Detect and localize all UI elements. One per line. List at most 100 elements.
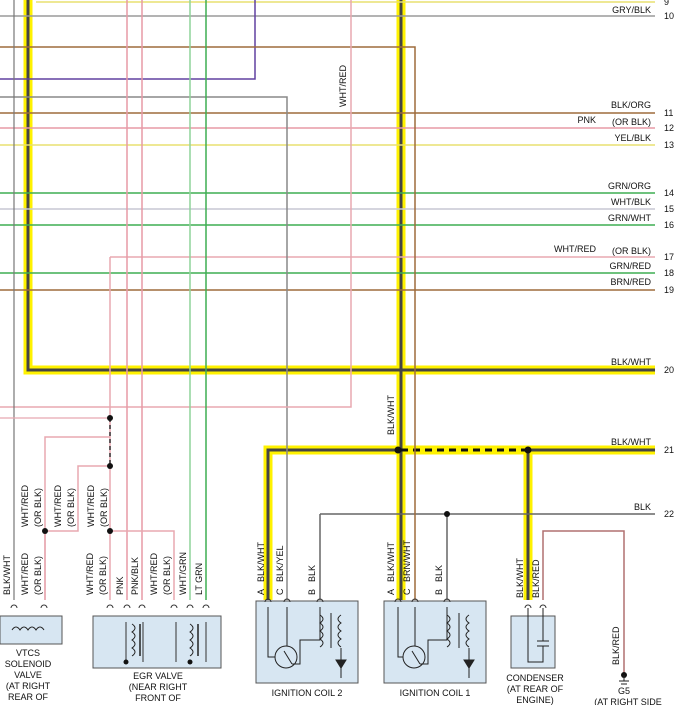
vtcs-label-line: SOLENOID: [5, 659, 52, 669]
vlabel: LT GRN: [194, 563, 204, 595]
wire-num: 19: [664, 285, 674, 295]
drop-wires: [42, 0, 627, 678]
vlabel: BRN/WHT: [402, 540, 412, 582]
coil-secondary-symbol: [330, 613, 342, 648]
vtcs-label-line: (AT RIGHT: [6, 681, 51, 691]
vlabel: BLK/WHT: [386, 394, 396, 435]
pin-label: B: [434, 589, 444, 595]
vlabel: WHT/RED: [20, 553, 30, 595]
coil1-box: [383, 600, 487, 684]
egr-core-symbol: [139, 624, 199, 656]
vlabel: WHT/RED: [149, 553, 159, 595]
coil-primary-symbol: [446, 614, 451, 648]
wire-num: 15: [664, 204, 674, 214]
vlabel: BLK: [434, 565, 444, 582]
condenser-label-line: (AT REAR OF: [507, 684, 564, 694]
component-vtcs: VTCS SOLENOID VALVE (AT RIGHT REAR OF: [0, 604, 63, 702]
terminal-symbol: [394, 598, 451, 603]
wire-num: 14: [664, 188, 674, 198]
wire-num: 9: [664, 0, 669, 7]
wire-num: 18: [664, 268, 674, 278]
wire-label: BLK/WHT: [611, 357, 652, 367]
wire-label-alt: (OR BLK): [612, 117, 651, 127]
wire-num: 22: [664, 509, 674, 519]
coil-terminals: [264, 598, 451, 603]
splice-dot: [524, 446, 532, 454]
highlighted-harness: [23, 0, 655, 600]
splice-dot: [42, 528, 48, 534]
wire-num: 10: [664, 11, 674, 21]
vertical-wire-labels: WHT/RED BLK/WHT BLK/WHT WHT/RED (OR BLK)…: [2, 65, 621, 665]
vlabel: BLK: [307, 565, 317, 582]
terminal-symbol: [524, 604, 547, 609]
g5-label-line: G5: [618, 686, 630, 696]
vlabel: WHT/RED: [338, 65, 348, 107]
vlabel: WHT/RED: [53, 485, 63, 527]
egr-label-line: FRONT OF: [135, 693, 181, 703]
wire-labels: 9 GRY/BLK 10 BLK/ORG 11 PNK (OR BLK) 12 …: [554, 0, 674, 519]
wire-num: 13: [664, 140, 674, 150]
wire-num: 17: [664, 252, 674, 262]
vlabel: (OR BLK): [33, 556, 43, 595]
splice-dot: [444, 511, 450, 517]
wire-num: 16: [664, 220, 674, 230]
egr-label-line: EGR VALVE: [133, 671, 183, 681]
splice-dot: [394, 446, 402, 454]
splice-dot: [107, 463, 113, 469]
coil-secondary-symbol: [458, 613, 470, 648]
vlabel: PNK/BLK: [130, 557, 140, 595]
pin-label: B: [307, 589, 317, 595]
vlabel: WHT/RED: [85, 553, 95, 595]
wire-num: 12: [664, 123, 674, 133]
component-ignition-coil-1: IGNITION COIL 1: [383, 600, 487, 698]
coil1-label: IGNITION COIL 1: [400, 688, 471, 698]
harness-highlight-branch: [263, 445, 655, 600]
g5-label-line: (AT RIGHT SIDE: [594, 697, 662, 705]
wire-num: 20: [664, 365, 674, 375]
condenser-box: [510, 615, 556, 669]
vlabel: (OR BLK): [33, 488, 43, 527]
solenoid-coil-symbol: [11, 626, 45, 631]
wire-brn-wht: [0, 46, 416, 600]
coil2-box: [255, 600, 359, 684]
splice-dot: [187, 659, 193, 665]
harness-wire-branch-left: [266, 448, 398, 600]
ground-icon: [619, 675, 629, 685]
wire-label: GRN/ORG: [608, 181, 651, 191]
vlabel: WHT/GRN: [178, 552, 188, 595]
vlabel: BLK/WHT: [256, 541, 266, 582]
vlabel: WHT/RED: [86, 485, 96, 527]
coil-primary-symbol: [319, 614, 324, 648]
splice-dot: [123, 659, 129, 665]
wire-label: GRY/BLK: [612, 5, 651, 15]
wire-whtred-egr2: [110, 530, 175, 600]
vlabel: BLK/RED: [531, 559, 541, 598]
wire-gray-left: [0, 96, 288, 600]
vlabel: BLK/YEL: [275, 545, 285, 582]
wire-label: BLK/WHT: [611, 437, 652, 447]
wire-label: BLK: [634, 502, 651, 512]
terminal-symbol: [106, 604, 210, 609]
harness-wire-branch-right: [526, 448, 655, 600]
terminal-symbol: [10, 604, 48, 609]
egr-winding-symbol: [125, 622, 207, 662]
wire-num: 11: [664, 108, 673, 118]
component-ground-g5: G5 (AT RIGHT SIDE: [594, 675, 662, 705]
egr-coil-symbol: [131, 623, 194, 657]
harness-wire-main: [26, 0, 655, 600]
wire-label: GRN/RED: [609, 261, 651, 271]
transistor-leads: [267, 607, 321, 665]
vlabel: (OR BLK): [162, 556, 172, 595]
component-condenser: CONDENSER (AT REAR OF ENGINE): [506, 604, 564, 705]
pin-label: C: [275, 588, 285, 595]
pin-label: A: [256, 589, 266, 595]
vlabel: BLK/WHT: [386, 541, 396, 582]
wire-label-alt: (OR BLK): [612, 246, 651, 256]
wire-label: YEL/BLK: [614, 133, 651, 143]
vlabel: (OR BLK): [98, 556, 108, 595]
vlabel: (OR BLK): [99, 488, 109, 527]
wire-wht-red-top: [0, 0, 352, 408]
coil2-label: IGNITION COIL 2: [272, 688, 343, 698]
condenser-label-line: CONDENSER: [506, 673, 564, 683]
wire-label: WHT/RED: [554, 244, 596, 254]
